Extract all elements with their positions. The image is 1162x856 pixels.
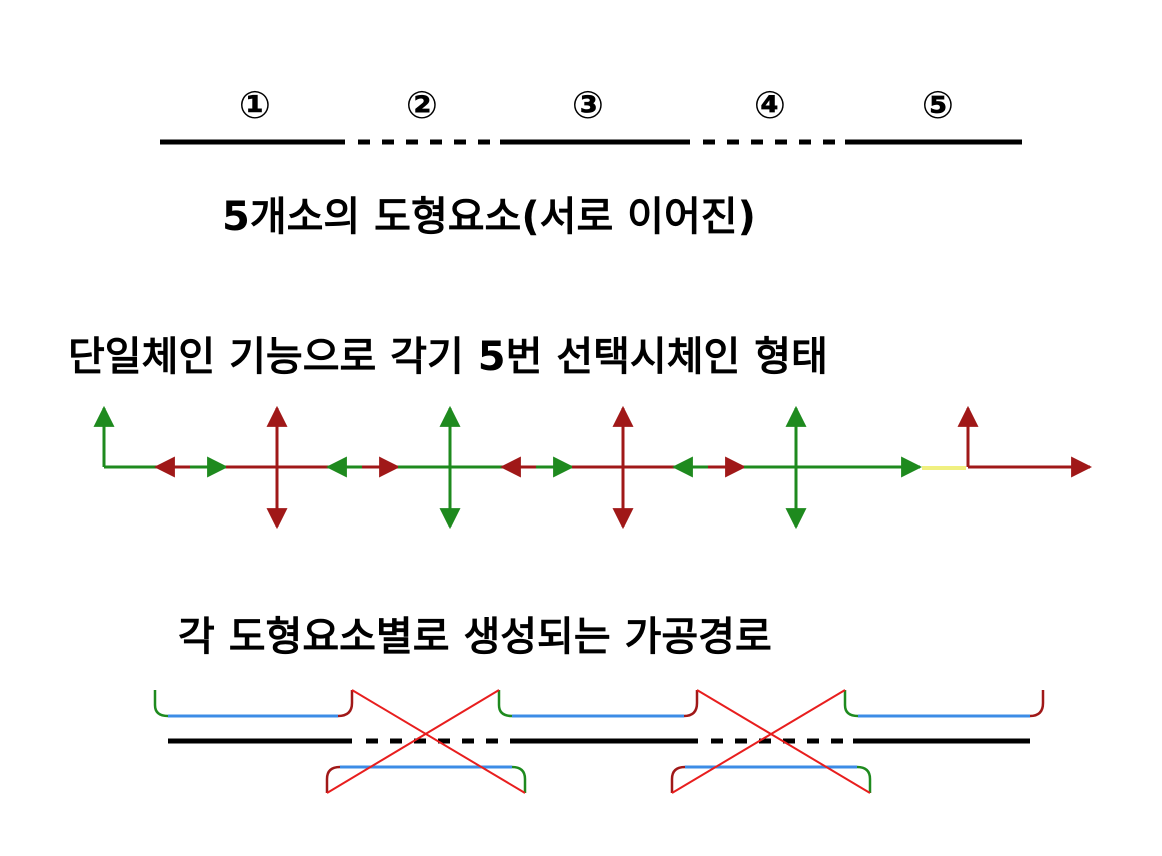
toolpath-3-lead-out: [683, 690, 699, 718]
toolpath-5-lead-in: [843, 690, 859, 718]
segment-number-1: ①: [239, 83, 271, 127]
caption-toolpaths: 각 도형요소별로 생성되는 가공경로: [178, 614, 772, 660]
toolpath-1: [153, 690, 354, 718]
toolpath-4-lead-out: [856, 765, 872, 793]
reject-x-2-stroke-a: [696, 689, 871, 794]
toolpath-2-lead-in: [325, 765, 341, 793]
toolpath-3-lead-in: [497, 690, 513, 718]
segment-number-5: ⑤: [922, 83, 954, 127]
toolpath-5-lead-out: [1029, 690, 1045, 718]
toolpath-5: [843, 690, 1045, 718]
reject-x-1-stroke-b: [326, 689, 500, 794]
toolpath-4-lead-in: [670, 765, 686, 793]
segment-number-4: ④: [754, 83, 786, 127]
caption-single-chain: 단일체인 기능으로 각기 5번 선택시체인 형태: [68, 334, 828, 380]
toolpath-1-lead-out: [337, 690, 354, 718]
reject-x-2: [671, 689, 871, 794]
reject-x-2-stroke-b: [671, 689, 846, 794]
toolpath-3: [497, 690, 699, 718]
segment-number-3: ③: [572, 83, 604, 127]
segment-labels: ① ② ③ ④ ⑤: [239, 83, 954, 127]
segment-number-2: ②: [406, 83, 438, 127]
reject-x-1-stroke-a: [351, 689, 526, 794]
toolpath-1-lead-in: [153, 690, 169, 718]
toolpath-4: [670, 765, 872, 793]
reject-marks: [326, 689, 871, 794]
chain-diagram: [93, 405, 1093, 530]
toolpath-2-lead-out: [511, 765, 527, 793]
caption-elements: 5개소의 도형요소(서로 이어진): [222, 194, 756, 240]
toolpath-2: [325, 765, 527, 793]
reject-x-1: [326, 689, 526, 794]
